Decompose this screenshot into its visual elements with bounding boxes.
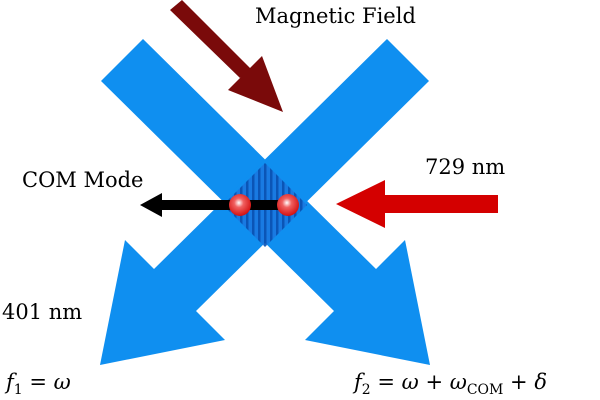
f2-equation: f2 = ω + ωCOM + δ bbox=[354, 370, 547, 398]
f2-rhs-part1: = ω + ω bbox=[370, 370, 467, 394]
ion-right bbox=[277, 194, 299, 216]
f2-subscript: 2 bbox=[361, 382, 371, 399]
magnetic-field-label: Magnetic Field bbox=[255, 4, 416, 28]
com-mode-arrow bbox=[140, 193, 290, 217]
f1-equation: f1 = ω bbox=[6, 370, 71, 398]
magnetic-field-arrow bbox=[170, 0, 283, 112]
laser-729-arrow bbox=[336, 180, 498, 228]
laser-729-label: 729 nm bbox=[425, 155, 506, 179]
laser-401-label: 401 nm bbox=[2, 300, 83, 324]
f1-symbol: f bbox=[6, 370, 14, 394]
f2-symbol: f bbox=[354, 370, 362, 394]
f2-rhs-part2: + δ bbox=[503, 370, 547, 394]
com-mode-label: COM Mode bbox=[22, 168, 144, 192]
ion-left bbox=[229, 194, 251, 216]
f1-rhs: = ω bbox=[22, 370, 71, 394]
f2-com-subscript: COM bbox=[466, 382, 504, 399]
f1-subscript: 1 bbox=[13, 382, 23, 399]
